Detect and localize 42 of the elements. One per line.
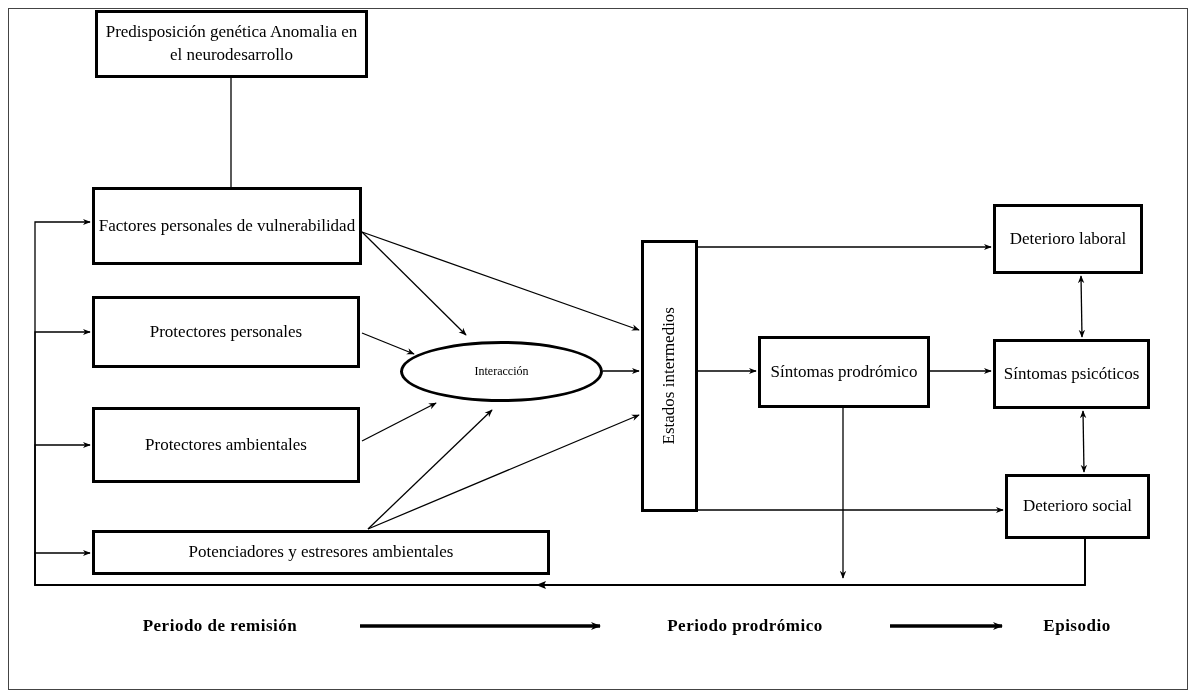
node-label: Síntomas prodrómico: [770, 360, 918, 383]
arrow: [697, 367, 757, 375]
arrow: [839, 407, 847, 579]
arrow: [367, 409, 493, 530]
arrow: [1079, 410, 1088, 473]
arrow: [367, 414, 640, 530]
process-box: [993, 204, 1143, 274]
stage-label: Periodo prodrómico: [667, 614, 823, 637]
arrow: [361, 332, 415, 355]
node-label: Factores personales de vulnerabilidad: [98, 214, 356, 237]
arrow: [1077, 275, 1086, 338]
arrow: [602, 367, 640, 375]
arrow: [361, 231, 467, 336]
arrow: [34, 538, 1086, 586]
arrow: [697, 506, 1004, 514]
process-box: [758, 336, 930, 408]
process-box: [92, 296, 360, 368]
process-box: [92, 407, 360, 483]
arrow: [929, 367, 992, 375]
arrow: [890, 622, 1003, 630]
node-label: Potenciadores y estresores ambientales: [188, 541, 454, 564]
process-box: [92, 187, 362, 265]
vertical-box: [641, 240, 698, 512]
arrow: [697, 243, 992, 251]
node-label: Interacción: [474, 363, 529, 380]
process-box: [993, 339, 1150, 409]
node-label: Deterioro laboral: [1009, 227, 1127, 250]
node-label: Protectores ambientales: [145, 433, 307, 456]
arrow: [360, 622, 601, 630]
arrow: [361, 231, 640, 331]
process-box: [1005, 474, 1150, 539]
node-label: Deterioro social: [1022, 495, 1132, 518]
process-box: [95, 10, 368, 78]
stage-label: Periodo de remisión: [142, 614, 298, 637]
connector-line: [230, 77, 232, 188]
node-label: Estados intermedios: [658, 307, 680, 445]
node-label: Predisposición genética Anomalia en el neurodesarrollo: [104, 21, 359, 66]
process-box: [92, 530, 550, 575]
stage-label: Episodio: [1043, 614, 1111, 637]
node-label: Síntomas psicóticos: [1003, 362, 1140, 385]
node-label: Protectores personales: [149, 320, 303, 343]
arrow: [361, 402, 437, 442]
